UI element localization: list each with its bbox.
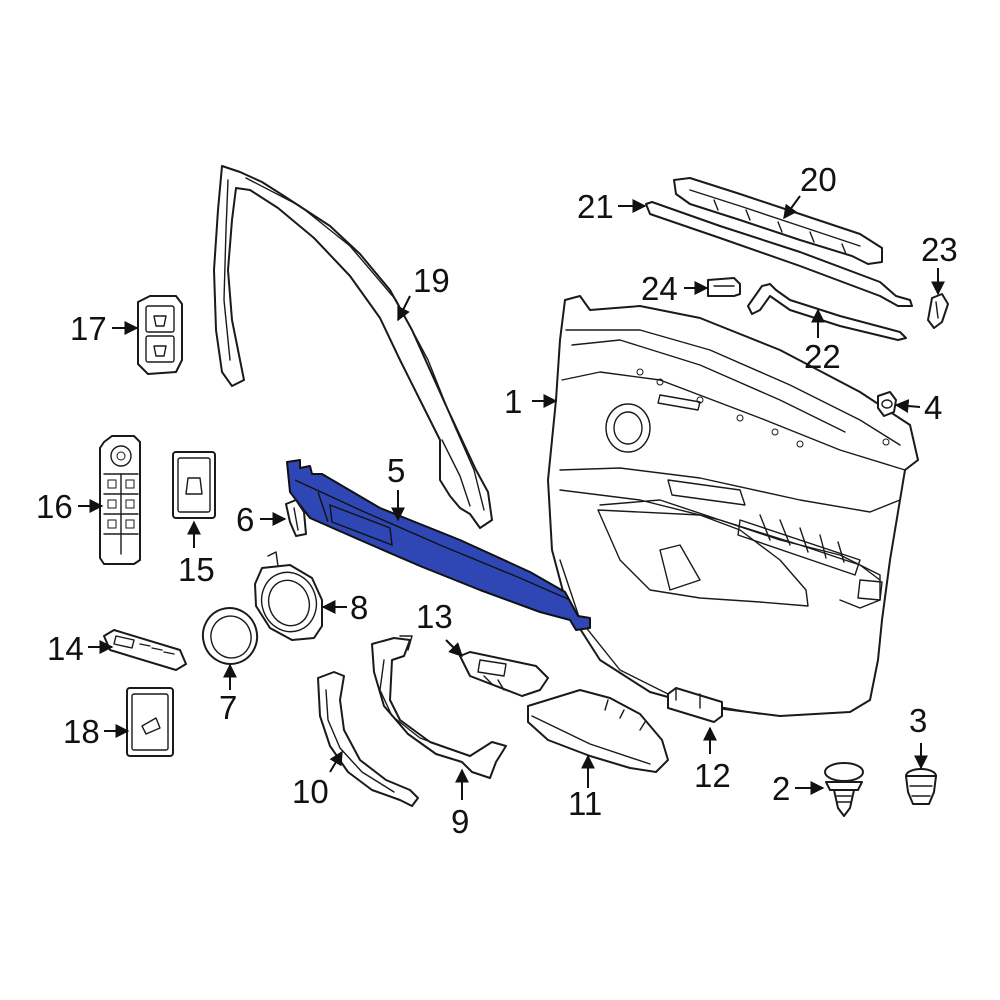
callout-12[interactable]: 12: [694, 757, 731, 794]
part-armrest-11[interactable]: [527, 689, 669, 773]
callout-labels: 1 2 3 4 5 6 7 8 9 10 11 12 13 14 15 16 1…: [36, 161, 958, 840]
part-master-switch-16[interactable]: [99, 435, 141, 565]
callout-9[interactable]: 9: [451, 803, 469, 840]
callout-16[interactable]: 16: [36, 488, 73, 525]
callout-20[interactable]: 20: [800, 161, 837, 198]
part-clip-3[interactable]: [905, 768, 937, 805]
callout-14[interactable]: 14: [47, 630, 84, 667]
part-speaker-ring-7[interactable]: [197, 602, 264, 670]
callout-23[interactable]: 23: [921, 231, 958, 268]
part-switch-15[interactable]: [172, 451, 216, 519]
callout-8[interactable]: 8: [350, 589, 368, 626]
part-frame-trim-19[interactable]: [213, 165, 493, 529]
leader-4: [894, 399, 921, 414]
leader-13: [445, 639, 463, 657]
part-clip-6[interactable]: [285, 499, 307, 537]
callout-22[interactable]: 22: [804, 338, 841, 375]
leader-10: [329, 750, 343, 773]
callout-18[interactable]: 18: [63, 713, 100, 750]
callout-4[interactable]: 4: [924, 389, 942, 426]
part-bracket-12[interactable]: [667, 687, 723, 723]
part-door-handle-9[interactable]: [371, 635, 507, 779]
callout-17[interactable]: 17: [70, 310, 107, 347]
callout-3[interactable]: 3: [909, 702, 927, 739]
leader-20: [783, 195, 801, 220]
leader-19: [397, 295, 411, 322]
callout-13[interactable]: 13: [416, 598, 453, 635]
callout-6[interactable]: 6: [236, 501, 254, 538]
part-push-clip-2[interactable]: [824, 762, 864, 817]
part-switch-18[interactable]: [126, 687, 174, 757]
part-trim-strip-10[interactable]: [317, 671, 419, 807]
part-rod-22[interactable]: [747, 283, 907, 341]
part-speaker-8[interactable]: [253, 551, 324, 641]
part-switch-bezel-13[interactable]: [459, 651, 549, 697]
part-trim-strip-highlighted[interactable]: [286, 459, 591, 631]
callout-1[interactable]: 1: [504, 383, 522, 420]
part-seal-rod-21[interactable]: [645, 201, 913, 307]
part-switch-module-17[interactable]: [137, 295, 183, 375]
leader-lines: [78, 195, 945, 800]
part-door-trim-panel[interactable]: [547, 295, 919, 717]
callout-7[interactable]: 7: [219, 689, 237, 726]
callout-24[interactable]: 24: [641, 270, 678, 307]
callout-2[interactable]: 2: [772, 770, 790, 807]
callout-21[interactable]: 21: [577, 188, 614, 225]
callout-10[interactable]: 10: [292, 773, 329, 810]
part-window-seal-20[interactable]: [673, 177, 883, 265]
part-clip-4[interactable]: [877, 391, 897, 417]
part-window-switch-14[interactable]: [103, 629, 187, 671]
part-clip-23[interactable]: [927, 293, 949, 329]
callout-15[interactable]: 15: [178, 551, 215, 588]
callout-5[interactable]: 5: [387, 452, 405, 489]
part-connector-24[interactable]: [707, 277, 741, 297]
callout-19[interactable]: 19: [413, 262, 450, 299]
callout-11[interactable]: 11: [568, 785, 602, 822]
